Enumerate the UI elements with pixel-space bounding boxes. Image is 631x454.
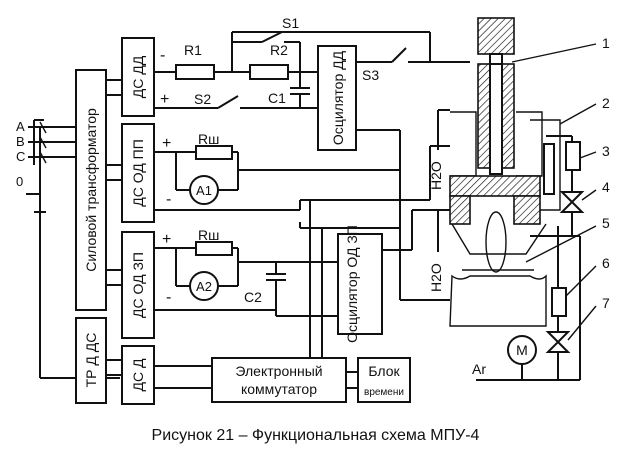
rsh-1-label: Rш — [198, 131, 219, 147]
plus-sign: + — [160, 91, 169, 108]
a2-label: A2 — [196, 279, 212, 294]
callouts: 1 2 3 4 5 6 7 — [511, 35, 610, 341]
arc-plasma — [485, 211, 507, 273]
minus-sign-pp: - — [166, 191, 171, 208]
phase-c-label: C — [16, 149, 25, 164]
callout-3: 3 — [602, 143, 610, 159]
phase-0-label: 0 — [16, 174, 23, 189]
tr-d-ds-block — [75, 317, 107, 404]
ds-od-pp-circuit: + - Rш A1 — [154, 131, 430, 211]
power-transformer-block — [75, 69, 107, 311]
control-bus — [299, 129, 450, 358]
phase-b-label: B — [16, 134, 25, 149]
oscillator-od-zp-label-1: Осцилятор ОД ЗП — [344, 225, 360, 343]
commutator-label-2: коммутатор — [241, 381, 317, 397]
s2-label: S2 — [194, 91, 211, 107]
callout-2: 2 — [602, 95, 610, 111]
timer-label-2: времени — [364, 387, 404, 398]
ds-od-zp-label: ДС ОД ЗП — [130, 252, 146, 318]
oscillator-dd-label: Осцилятор ДД — [330, 50, 346, 145]
electronic-commutator-block — [211, 357, 347, 403]
gas-line: M Ar — [472, 135, 585, 381]
rsh-1-resistor — [195, 145, 233, 160]
ds-dd-label: ДС ДД — [130, 55, 146, 98]
minus-sign: - — [160, 47, 165, 64]
callout-7: 7 — [602, 295, 610, 311]
s3-label: S3 — [362, 67, 379, 83]
ds-d-label: ДС Д — [130, 358, 146, 391]
ds-od-pp-block — [121, 123, 155, 223]
water-label-1: H2O — [428, 161, 444, 190]
ds-dd-block — [121, 37, 155, 117]
torch-assembly: H2O H2O — [428, 17, 561, 327]
c2-label: C2 — [244, 289, 262, 305]
figure-caption: Рисунок 21 – Функциональная схема МПУ-4 — [151, 427, 480, 444]
rsh-2-label: Rш — [198, 227, 219, 243]
flowmeter-2 — [551, 287, 567, 317]
commutator-label-1: Электронный — [235, 363, 322, 379]
callout-6: 6 — [602, 255, 610, 271]
callout-1: 1 — [602, 35, 610, 51]
timer-label-1: Блок — [368, 363, 400, 379]
ds-od-pp-label: ДС ОД ПП — [130, 139, 146, 207]
ds-d-block — [121, 345, 155, 405]
ds-dd-circuit: - + R1 R2 S1 S2 C1 — [154, 15, 318, 109]
electrode-knob — [477, 17, 515, 55]
tr-d-ds-label: ТР Д ДС — [83, 333, 99, 388]
r1-label: R1 — [184, 42, 202, 58]
c1-label: C1 — [268, 90, 286, 106]
ds-od-zp-circuit: + - Rш A2 C2 — [154, 227, 338, 317]
r1-resistor — [175, 64, 215, 80]
flowmeter-1 — [565, 141, 581, 171]
motor-label: M — [516, 342, 528, 358]
oscillator-od-zp-block — [337, 233, 383, 335]
timer-block — [357, 357, 411, 403]
r2-resistor — [249, 64, 289, 80]
plus-sign-pp: + — [162, 135, 171, 152]
transformer-feeds — [106, 79, 122, 376]
a1-label: A1 — [196, 183, 212, 198]
valve-2 — [545, 331, 571, 353]
rsh-2-resistor — [195, 241, 233, 256]
workpiece — [449, 274, 547, 327]
valve-1 — [559, 191, 585, 213]
water-label-2: H2O — [428, 263, 444, 292]
power-transformer-label: Силовой трансформатор — [83, 108, 99, 272]
s1-label: S1 — [282, 15, 299, 31]
argon-label: Ar — [472, 361, 486, 377]
nozzle-plate — [449, 175, 541, 197]
callout-5: 5 — [602, 215, 610, 231]
phase-a-label: A — [16, 119, 25, 134]
r2-label: R2 — [270, 42, 288, 58]
minus-sign-zp: - — [166, 289, 171, 306]
oscillator-dd-block — [317, 45, 357, 151]
plus-sign-zp: + — [162, 231, 171, 248]
s3-switch: S3 — [231, 31, 470, 83]
callout-4: 4 — [602, 179, 610, 195]
